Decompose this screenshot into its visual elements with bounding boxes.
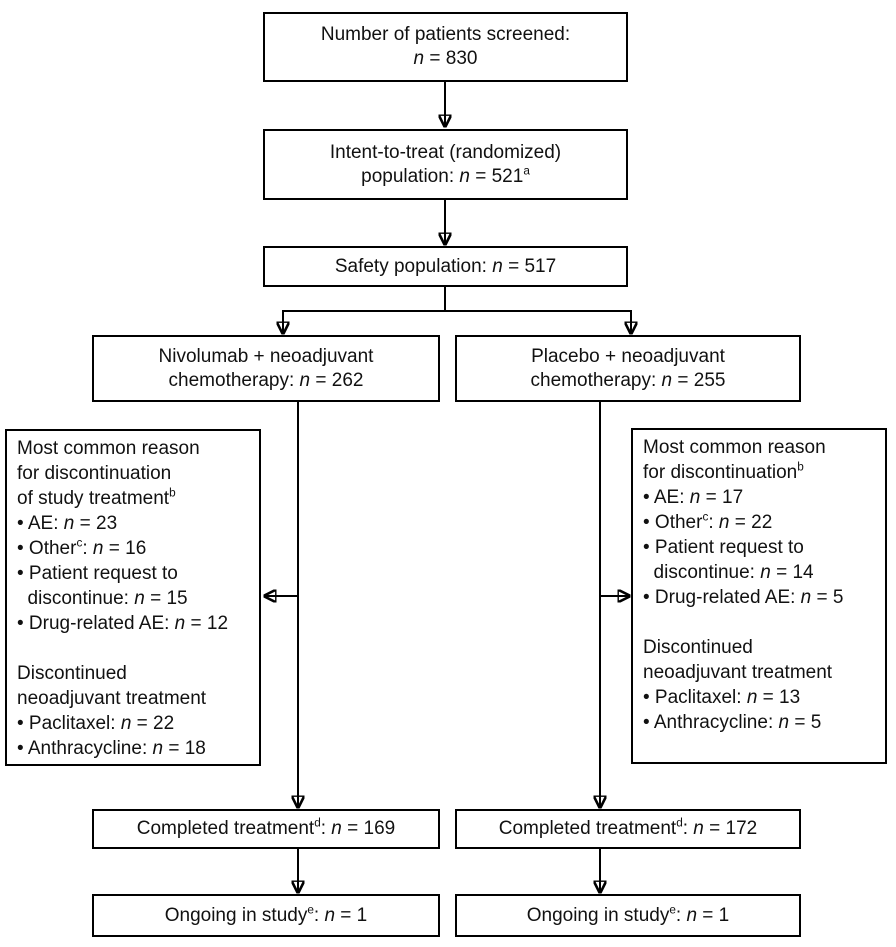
text-line: • Anthracycline: n = 5 [643,712,822,733]
text-line: discontinue: n = 15 [17,588,188,609]
text-line: Safety population: n = 517 [334,255,557,277]
text-line: discontinue: n = 14 [643,562,814,583]
text-line: • Patient request to [643,537,804,558]
text-line: Ongoing in studye: n = 1 [164,903,368,926]
text-line: • Paclitaxel: n = 13 [643,687,801,708]
text-line: • Patient request to [17,563,178,584]
text-line: n = 830 [413,48,478,69]
box-intent-to-treat: Intent-to-treat (randomized)population: … [263,129,628,200]
text-line: Completed treatmentd: n = 169 [136,816,396,839]
text-line: • AE: n = 23 [17,513,118,534]
text-line: Most common reason [17,438,200,459]
text-line: Placebo + neoadjuvant [531,345,725,367]
text-line: • Paclitaxel: n = 22 [17,713,175,734]
text-line: Nivolumab + neoadjuvant [158,345,374,367]
text-line: • AE: n = 17 [643,487,744,508]
text-line [17,636,249,661]
box-completed-nivolumab: Completed treatmentd: n = 169 [92,809,440,849]
text-line: Discontinued [17,663,127,684]
text-line: chemotherapy: n = 262 [168,369,364,391]
text-line: • Otherc: n = 16 [17,536,147,559]
text-line: • Drug-related AE: n = 5 [643,587,844,608]
text-line: Ongoing in studye: n = 1 [526,903,730,926]
text-line: Most common reason [643,437,826,458]
text-line [643,610,875,635]
text-line: neoadjuvant treatment [643,662,833,683]
text-line: • Anthracycline: n = 18 [17,738,206,759]
box-completed-placebo: Completed treatmentd: n = 172 [455,809,801,849]
text-line: • Otherc: n = 22 [643,510,773,533]
text-line: of study treatmentb [17,486,176,509]
text-line: Discontinued [643,637,753,658]
box-ongoing-placebo: Ongoing in studye: n = 1 [455,894,801,937]
text-line: chemotherapy: n = 255 [530,369,726,391]
text-line: for discontinuationb [643,460,804,483]
text-line: • Drug-related AE: n = 12 [17,613,229,634]
text-line: Completed treatmentd: n = 172 [498,816,758,839]
text-line: neoadjuvant treatment [17,688,207,709]
text-line: population: n = 521a [361,164,530,187]
box-screened: Number of patients screened: n = 830 [263,12,628,82]
box-safety-population: Safety population: n = 517 [263,246,628,287]
text-line: Number of patients screened: [320,24,571,45]
text-line: for discontinuation [17,463,172,484]
text-line: Intent-to-treat (randomized) [329,141,562,163]
box-ongoing-nivolumab: Ongoing in studye: n = 1 [92,894,440,937]
